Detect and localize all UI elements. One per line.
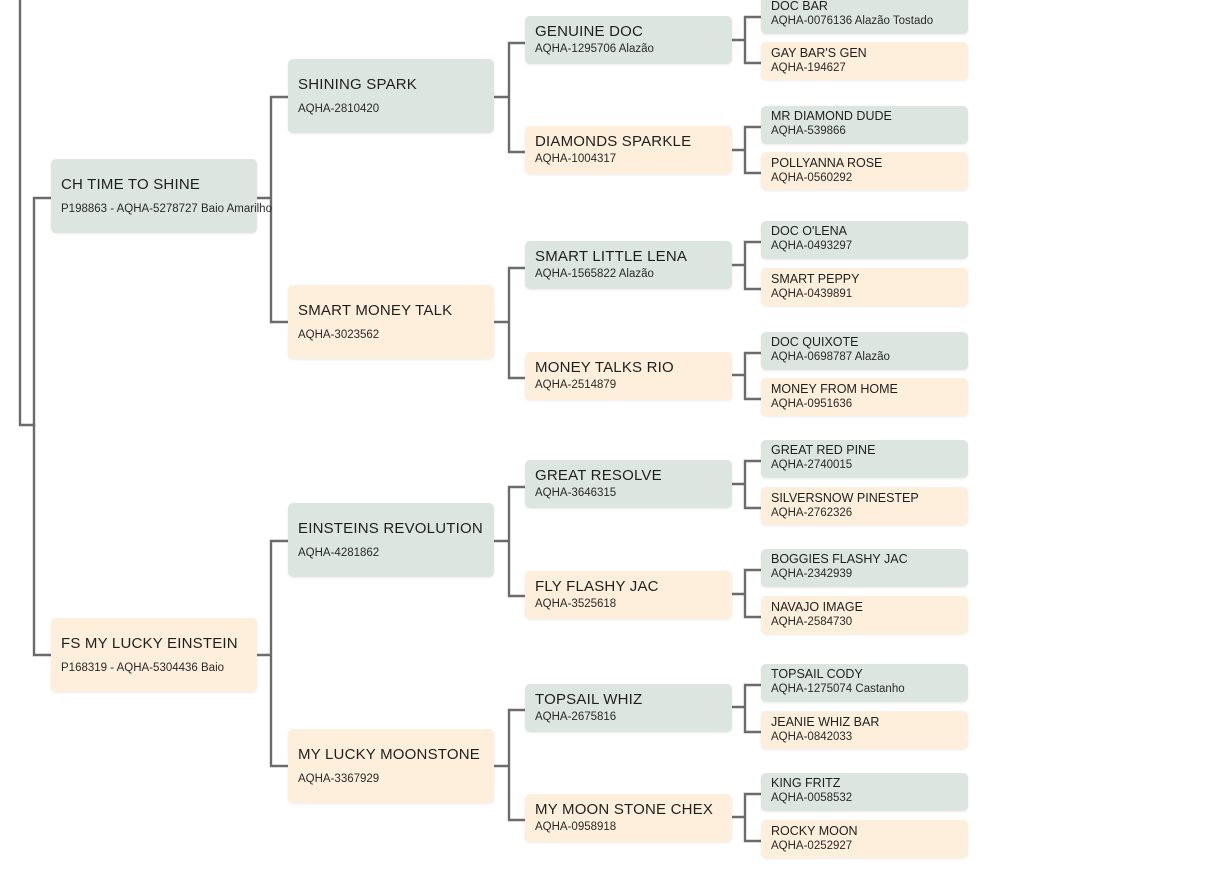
horse-registration: AQHA-0842033 <box>771 731 853 743</box>
sdd-dam-card[interactable]: MONEY FROM HOME AQHA-0951636 <box>761 378 968 416</box>
horse-registration: AQHA-1565822 Alazão <box>535 268 654 280</box>
dss-dam-card[interactable]: SILVERSNOW PINESTEP AQHA-2762326 <box>761 487 968 525</box>
dd-sire-card[interactable]: TOPSAIL WHIZ AQHA-2675816 <box>525 684 732 732</box>
ddd-dam-card[interactable]: ROCKY MOON AQHA-0252927 <box>761 820 968 858</box>
horse-name: DOC BAR <box>771 0 828 13</box>
horse-registration: AQHA-0560292 <box>771 172 853 184</box>
horse-registration: AQHA-3646315 <box>535 487 617 499</box>
horse-registration: P198863 - AQHA-5278727 Baio Amarilho <box>61 203 272 215</box>
sd-sire-card[interactable]: SMART LITTLE LENA AQHA-1565822 Alazão <box>525 241 732 289</box>
horse-registration: AQHA-0252927 <box>771 840 853 852</box>
horse-name: SMART PEPPY <box>771 272 860 286</box>
ss-dam-card[interactable]: DIAMONDS SPARKLE AQHA-1004317 <box>525 126 732 174</box>
horse-registration: AQHA-3525618 <box>535 598 617 610</box>
horse-registration: AQHA-194627 <box>771 62 846 74</box>
horse-name: DIAMONDS SPARKLE <box>535 133 692 150</box>
horse-registration: AQHA-0493297 <box>771 240 853 252</box>
sss-sire-card[interactable]: DOC BAR AQHA-0076136 Alazão Tostado <box>761 0 968 34</box>
dss-sire-card[interactable]: GREAT RED PINE AQHA-2740015 <box>761 440 968 478</box>
horse-name: SMART MONEY TALK <box>298 302 453 319</box>
sds-dam-card[interactable]: SMART PEPPY AQHA-0439891 <box>761 268 968 306</box>
ssd-dam-card[interactable]: POLLYANNA ROSE AQHA-0560292 <box>761 152 968 190</box>
horse-registration: AQHA-2675816 <box>535 711 617 723</box>
horse-registration: AQHA-0058532 <box>771 792 853 804</box>
horse-registration: AQHA-3023562 <box>298 329 380 341</box>
ss-sire-card[interactable]: GENUINE DOC AQHA-1295706 Alazão <box>525 16 732 64</box>
horse-registration: P168319 - AQHA-5304436 Baio <box>61 662 225 674</box>
horse-name: EINSTEINS REVOLUTION <box>298 520 483 537</box>
ddd-sire-card[interactable]: KING FRITZ AQHA-0058532 <box>761 773 968 811</box>
horse-name: SMART LITTLE LENA <box>535 248 688 265</box>
horse-name: MONEY TALKS RIO <box>535 359 674 376</box>
horse-name: NAVAJO IMAGE <box>771 600 863 614</box>
horse-name: POLLYANNA ROSE <box>771 156 883 170</box>
horse-name: GREAT RED PINE <box>771 443 876 457</box>
dam-sire-card[interactable]: EINSTEINS REVOLUTION AQHA-4281862 <box>288 503 494 577</box>
horse-registration: AQHA-0076136 Alazão Tostado <box>771 15 934 27</box>
horse-name: GAY BAR'S GEN <box>771 46 867 60</box>
horse-name: TOPSAIL WHIZ <box>535 691 643 708</box>
dds-dam-card[interactable]: JEANIE WHIZ BAR AQHA-0842033 <box>761 711 968 749</box>
horse-name: DOC QUIXOTE <box>771 335 859 349</box>
horse-registration: AQHA-2740015 <box>771 459 853 471</box>
horse-registration: AQHA-2342939 <box>771 568 853 580</box>
dsd-sire-card[interactable]: BOGGIES FLASHY JAC AQHA-2342939 <box>761 549 968 587</box>
horse-name: SHINING SPARK <box>298 76 418 93</box>
sd-dam-card[interactable]: MONEY TALKS RIO AQHA-2514879 <box>525 352 732 400</box>
horse-name: KING FRITZ <box>771 776 841 790</box>
horse-registration: AQHA-3367929 <box>298 773 380 785</box>
horse-registration: AQHA-1004317 <box>535 153 617 165</box>
horse-name: FLY FLASHY JAC <box>535 578 659 595</box>
horse-name: DOC O'LENA <box>771 224 848 238</box>
horse-name: ROCKY MOON <box>771 824 858 838</box>
horse-name: GENUINE DOC <box>535 23 644 40</box>
horse-registration: AQHA-4281862 <box>298 547 380 559</box>
dds-sire-card[interactable]: TOPSAIL CODY AQHA-1275074 Castanho <box>761 664 968 702</box>
horse-registration: AQHA-1275074 Castanho <box>771 683 905 695</box>
dam-dam-card[interactable]: MY LUCKY MOONSTONE AQHA-3367929 <box>288 729 494 803</box>
horse-name: MY MOON STONE CHEX <box>535 801 714 818</box>
horse-name: MONEY FROM HOME <box>771 382 898 396</box>
dsd-dam-card[interactable]: NAVAJO IMAGE AQHA-2584730 <box>761 596 968 634</box>
horse-registration: AQHA-2584730 <box>771 616 853 628</box>
horse-name: MR DIAMOND DUDE <box>771 109 892 123</box>
horse-name: MY LUCKY MOONSTONE <box>298 746 480 763</box>
horse-name: BOGGIES FLASHY JAC <box>771 552 908 566</box>
horse-registration: AQHA-0698787 Alazão <box>771 351 890 363</box>
horse-registration: AQHA-0439891 <box>771 288 853 300</box>
horse-registration: AQHA-0951636 <box>771 398 853 410</box>
horse-registration: AQHA-2514879 <box>535 379 617 391</box>
sire-sire-card[interactable]: SHINING SPARK AQHA-2810420 <box>288 59 494 133</box>
sdd-sire-card[interactable]: DOC QUIXOTE AQHA-0698787 Alazão <box>761 332 968 370</box>
sire-dam-card[interactable]: SMART MONEY TALK AQHA-3023562 <box>288 285 494 359</box>
sire-card[interactable]: CH TIME TO SHINE P198863 - AQHA-5278727 … <box>51 159 272 233</box>
horse-registration: AQHA-0958918 <box>535 821 617 833</box>
ssd-sire-card[interactable]: MR DIAMOND DUDE AQHA-539866 <box>761 106 968 144</box>
horse-registration: AQHA-2810420 <box>298 103 380 115</box>
horse-name: CH TIME TO SHINE <box>61 176 201 193</box>
ds-sire-card[interactable]: GREAT RESOLVE AQHA-3646315 <box>525 460 732 508</box>
dam-card[interactable]: FS MY LUCKY EINSTEIN P168319 - AQHA-5304… <box>51 618 257 692</box>
sss-dam-card[interactable]: GAY BAR'S GEN AQHA-194627 <box>761 42 968 80</box>
horse-registration: AQHA-2762326 <box>771 507 853 519</box>
horse-registration: AQHA-539866 <box>771 125 846 137</box>
dd-dam-card[interactable]: MY MOON STONE CHEX AQHA-0958918 <box>525 794 732 842</box>
horse-registration: AQHA-1295706 Alazão <box>535 43 654 55</box>
horse-name: SILVERSNOW PINESTEP <box>771 491 919 505</box>
horse-name: GREAT RESOLVE <box>535 467 662 484</box>
horse-name: JEANIE WHIZ BAR <box>771 715 880 729</box>
horse-name: FS MY LUCKY EINSTEIN <box>61 635 238 652</box>
horse-name: TOPSAIL CODY <box>771 667 863 681</box>
ds-dam-card[interactable]: FLY FLASHY JAC AQHA-3525618 <box>525 571 732 619</box>
sds-sire-card[interactable]: DOC O'LENA AQHA-0493297 <box>761 221 968 259</box>
